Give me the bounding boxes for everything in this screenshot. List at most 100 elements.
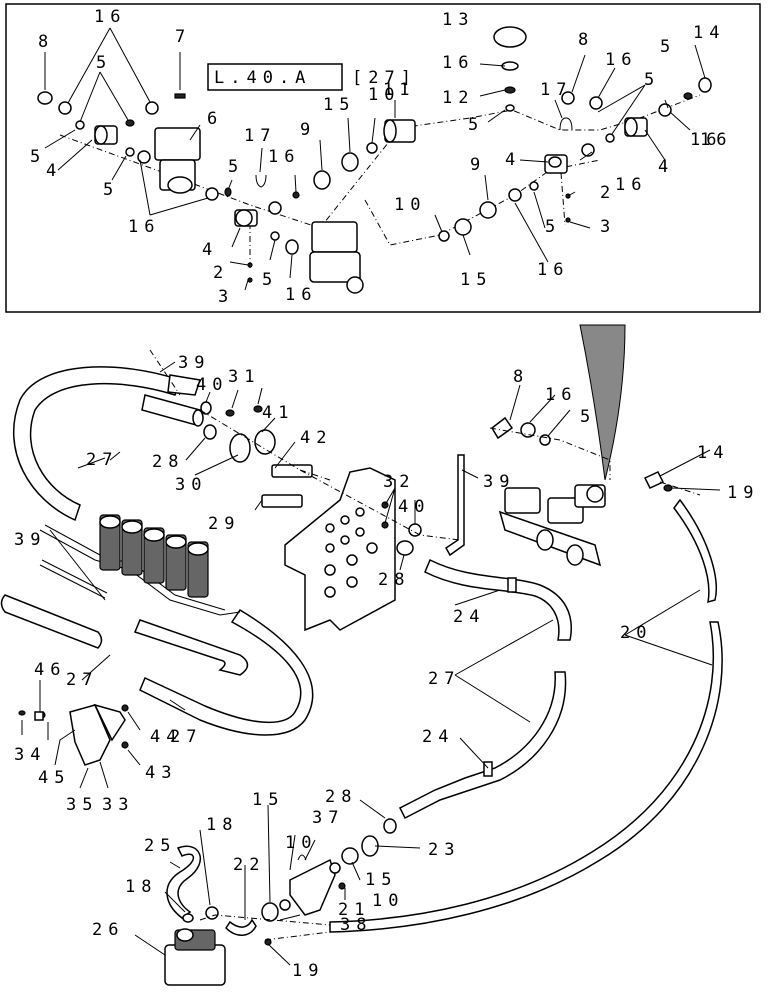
bracket-33 (18, 703, 129, 766)
callout-u-13: 13 (442, 10, 474, 30)
callout-u-10b: 10 (394, 195, 426, 215)
callout-l-46: 46 (34, 660, 66, 680)
hose-25 (166, 845, 201, 919)
clamp-24b (483, 761, 493, 777)
callout-u-5a: 5 (96, 53, 112, 73)
callout-u-15a: 15 (323, 95, 355, 115)
callout-u-9a: 9 (300, 120, 316, 140)
callout-u-11: 11 (383, 80, 415, 100)
callout-l-21: 21 (338, 900, 370, 920)
callout-l-25: 25 (144, 836, 176, 856)
hose-27-short (0, 594, 103, 649)
valve-assembly-right (498, 484, 606, 567)
callout-u-5i: 5 (262, 270, 278, 290)
callout-u-16h: 16 (537, 260, 569, 280)
valve-upper-left (94, 125, 118, 145)
callout-l-38: 38 (340, 915, 372, 935)
callout-l-32: 32 (383, 472, 415, 492)
callout-u-15b: 15 (460, 270, 492, 290)
callout-u-14: 14 (693, 23, 725, 43)
callout-l-16: 16 (545, 385, 577, 405)
fitting-4-right (544, 154, 568, 174)
reference-figure: [27] (352, 68, 417, 88)
callout-u-16f: 16 (700, 130, 732, 150)
callout-l-39b: 39 (483, 472, 515, 492)
callout-l-24b: 24 (422, 727, 454, 747)
callout-u-17a: 17 (244, 126, 276, 146)
callout-l-39a: 39 (178, 353, 210, 373)
callout-l-5: 5 (580, 407, 596, 427)
solenoid-6 (154, 127, 201, 194)
callout-l-40a: 40 (196, 375, 228, 395)
callout-u-16j: 16 (690, 130, 722, 150)
callout-u-17b: 17 (540, 80, 572, 100)
callout-u-3a: 3 (600, 217, 616, 237)
mounting-plate (284, 467, 396, 632)
callout-l-31: 31 (228, 367, 260, 387)
callout-u-16a: 16 (94, 7, 126, 27)
callout-u-7: 7 (175, 27, 191, 47)
callout-u-5h: 5 (545, 217, 561, 237)
callout-l-22: 22 (233, 855, 265, 875)
callout-u-16g: 16 (615, 175, 647, 195)
callout-u-9b: 9 (470, 155, 486, 175)
valve-center-4 (234, 209, 258, 227)
callout-u-2b: 2 (213, 263, 229, 283)
callout-l-24a: 24 (453, 607, 485, 627)
callout-l-39c: 39 (14, 530, 46, 550)
clamp-24a (507, 577, 517, 593)
callout-l-18b: 18 (125, 877, 157, 897)
callout-u-16e: 16 (605, 50, 637, 70)
callout-u-8b: 8 (578, 30, 594, 50)
solenoid-lower (309, 221, 364, 294)
fitting-11 (383, 119, 416, 143)
callout-l-20: 20 (620, 623, 652, 643)
callout-l-41: 41 (262, 403, 294, 423)
hose-27-loop (12, 366, 204, 522)
callout-u-8: 8 (38, 32, 54, 52)
callouts-upper: 16 7 8 5 5 6 4 5 16 17 16 5 9 15 10 11 1… (30, 7, 732, 307)
reference-section: L.40.A (214, 68, 311, 88)
callout-l-45: 45 (38, 768, 70, 788)
hose-24-lower (398, 671, 567, 820)
callout-u-5c: 5 (103, 180, 119, 200)
callout-u-16c: 16 (268, 147, 300, 167)
callout-l-27b: 27 (428, 669, 460, 689)
callout-u-5f: 5 (644, 70, 660, 90)
fittings-8-16-5 (491, 416, 551, 446)
callout-l-19a: 19 (727, 483, 759, 503)
callout-u-4a: 4 (46, 161, 62, 181)
upper-parts (37, 26, 712, 294)
lower-leaders (21, 361, 721, 966)
callouts-lower: 39 40 31 41 42 30 29 27 28 32 40 39 8 16… (14, 353, 759, 981)
fittings-40-28 (381, 501, 422, 556)
pump-26 (164, 928, 226, 986)
hose-27-lower (139, 608, 314, 736)
callout-u-5d: 5 (228, 157, 244, 177)
callout-l-34: 34 (14, 745, 46, 765)
inset-flow-path (59, 94, 701, 270)
callout-l-37: 37 (312, 808, 344, 828)
pipe-39-right (445, 454, 465, 557)
callout-l-42: 42 (300, 428, 332, 448)
callout-u-5e: 5 (468, 115, 484, 135)
callout-l-28b: 28 (378, 570, 410, 590)
callout-l-26: 26 (92, 920, 124, 940)
callout-l-10b: 10 (372, 891, 404, 911)
callout-u-12: 12 (442, 88, 474, 108)
callout-u-4d: 4 (202, 240, 218, 260)
callout-u-16d: 16 (442, 53, 474, 73)
callout-l-23: 23 (428, 840, 460, 860)
callout-l-28c: 28 (325, 787, 357, 807)
fitting-14-19 (643, 471, 673, 492)
hose-27-lower-2 (133, 619, 249, 676)
boom-manifold (39, 514, 241, 616)
callout-l-44: 44 (150, 727, 182, 747)
callout-l-35: 35 (66, 795, 98, 815)
frame-wedge (579, 324, 626, 481)
plate-holes (324, 507, 378, 598)
hose-20-long (329, 621, 723, 933)
callout-l-15a: 15 (252, 790, 284, 810)
callout-u-5g: 5 (660, 37, 676, 57)
